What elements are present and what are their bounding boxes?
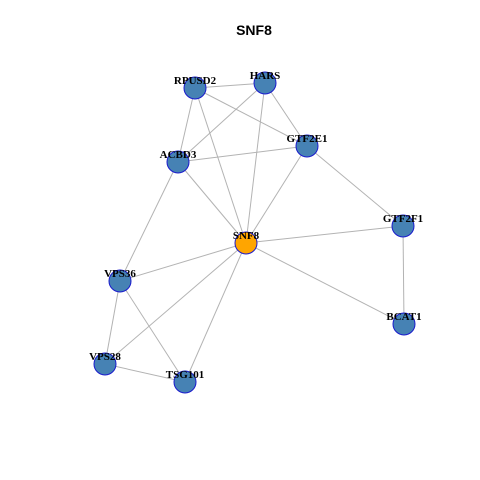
node-hars xyxy=(253,71,277,95)
edge-hars-acbd3 xyxy=(177,82,266,163)
edge-vps28-tsg101 xyxy=(104,363,186,383)
nodes-layer xyxy=(93,71,416,394)
graph-title: SNF8 xyxy=(236,22,272,38)
node-snf8 xyxy=(234,231,258,255)
edge-gtf2f1-bcat1 xyxy=(402,225,405,325)
edge-snf8-gtf2f1 xyxy=(245,225,404,244)
node-label-acbd3: ACBD3 xyxy=(160,149,197,161)
edge-acbd3-gtf2e1 xyxy=(177,145,308,163)
node-gtf2f1 xyxy=(391,214,415,238)
edge-snf8-bcat1 xyxy=(245,242,405,325)
node-label-bcat1: BCAT1 xyxy=(386,311,421,323)
node-label-rpusd2: RPUSD2 xyxy=(174,75,217,87)
node-vps28 xyxy=(93,352,117,376)
edge-vps36-vps28 xyxy=(104,280,121,365)
node-gtf2e1 xyxy=(295,134,319,158)
node-label-gtf2f1: GTF2F1 xyxy=(383,213,423,225)
edge-hars-snf8 xyxy=(245,82,266,244)
edge-rpusd2-hars xyxy=(194,82,266,89)
edge-snf8-vps36 xyxy=(119,242,247,282)
node-label-snf8: SNF8 xyxy=(233,230,260,242)
edge-rpusd2-acbd3 xyxy=(177,87,196,163)
node-label-vps28: VPS28 xyxy=(89,351,121,363)
edge-gtf2e1-gtf2f1 xyxy=(306,145,404,227)
node-tsg101 xyxy=(173,370,197,394)
edge-vps36-tsg101 xyxy=(119,280,186,383)
edge-rpusd2-gtf2e1 xyxy=(194,87,308,147)
edges-layer xyxy=(104,82,405,383)
node-label-vps36: VPS36 xyxy=(104,268,136,280)
labels-layer: RPUSD2 HARS GTF2E1ACBD3GTF2F1SNF8VPS36BCAT… xyxy=(89,70,423,381)
edge-hars-gtf2e1 xyxy=(264,82,308,147)
node-acbd3 xyxy=(166,150,190,174)
edge-acbd3-vps36 xyxy=(119,161,179,282)
node-rpusd2 xyxy=(183,76,207,100)
edge-snf8-tsg101 xyxy=(184,242,247,383)
node-label-tsg101: TSG101 xyxy=(166,369,205,381)
edge-snf8-vps28 xyxy=(104,242,247,365)
node-bcat1 xyxy=(392,312,416,336)
edge-gtf2e1-snf8 xyxy=(245,145,308,244)
node-label-hars: HARS xyxy=(250,70,281,82)
node-label-gtf2e1: GTF2E1 xyxy=(287,133,328,145)
node-vps36 xyxy=(108,269,132,293)
edge-rpusd2-snf8 xyxy=(194,87,247,244)
edge-acbd3-snf8 xyxy=(177,161,247,244)
